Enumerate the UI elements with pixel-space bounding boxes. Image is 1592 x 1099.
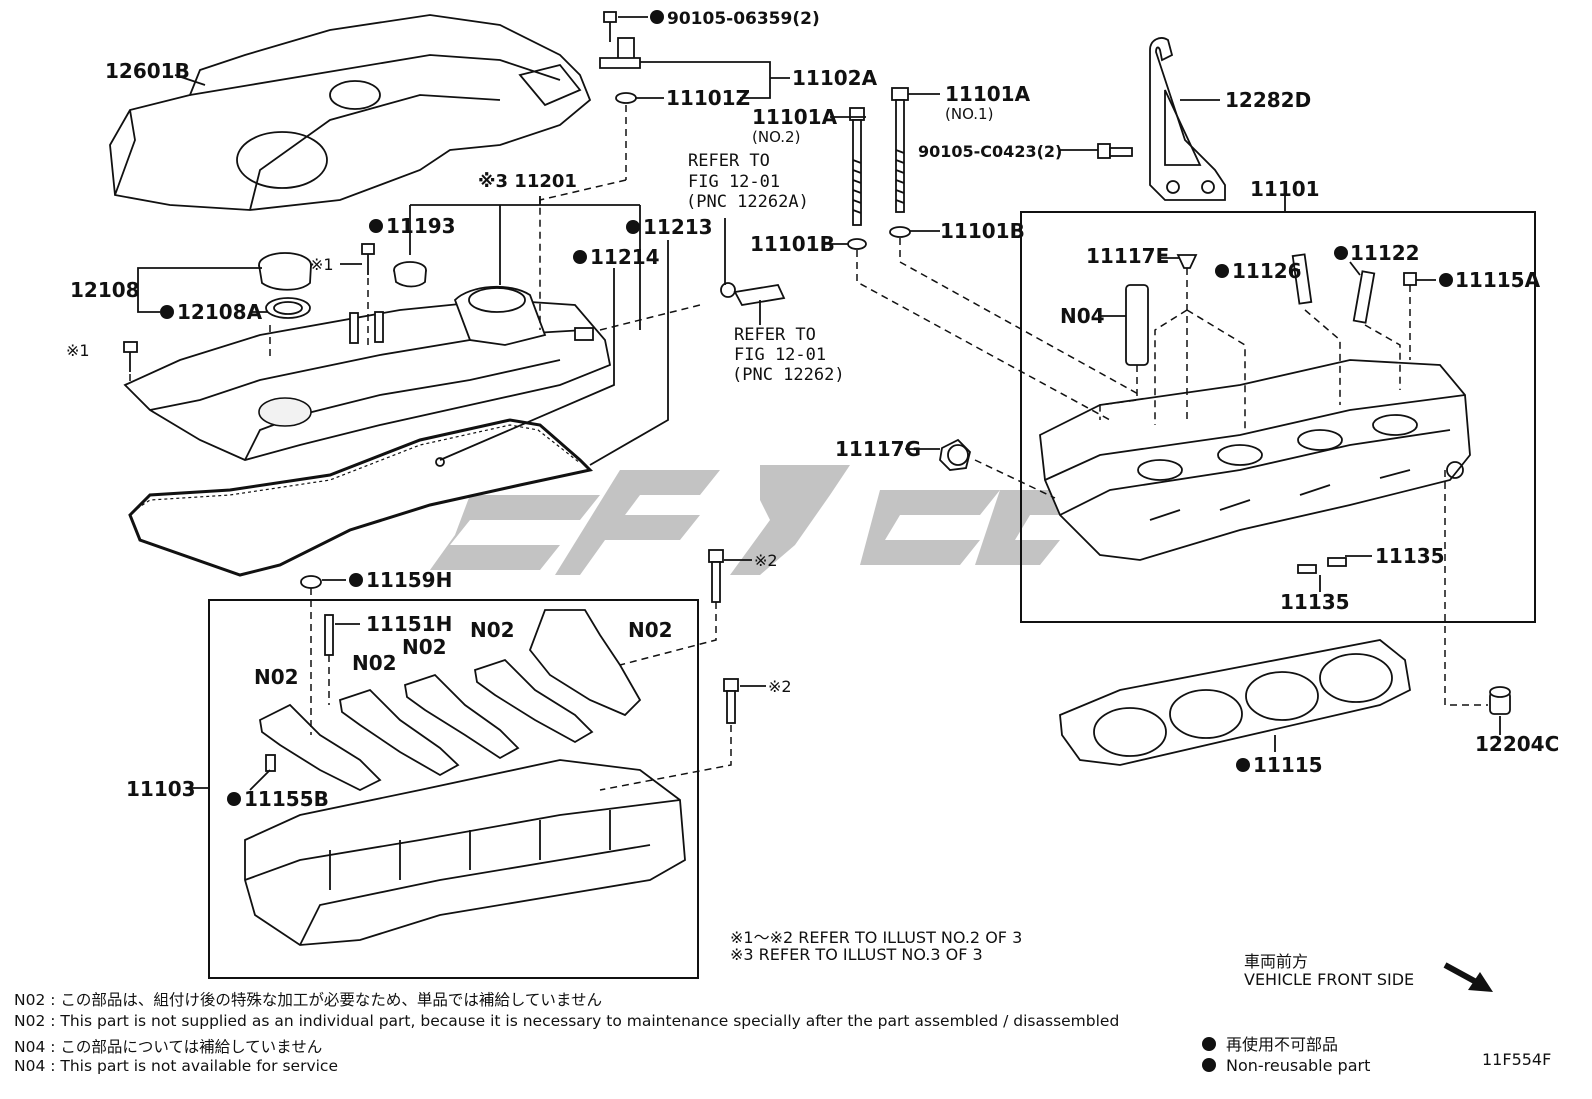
label-n02-5: N02	[254, 665, 299, 689]
bolt-x2-lower	[723, 678, 739, 724]
filled-dot-icon	[1202, 1058, 1216, 1072]
label-11101b-right: 11101B	[940, 219, 1025, 243]
label-n02-3: N02	[402, 635, 447, 659]
label-11117g: 11117G	[835, 437, 921, 461]
note-n04-jp: N04 : この部品については補給していません	[14, 1038, 323, 1056]
camshaft-housing-part	[244, 759, 686, 946]
label-11115a: 11115A	[1455, 268, 1541, 292]
legend-nonreusable-en: Non-reusable part	[1202, 1056, 1370, 1075]
legend-nonreusable-jp: 再使用不可部品	[1202, 1031, 1338, 1055]
figure-code: 11F554F	[1482, 1050, 1552, 1069]
label-11214: 11214	[590, 245, 660, 269]
label-11155b: 11155B	[244, 787, 329, 811]
bolt-x2-upper	[708, 549, 724, 603]
vehicle-front-arrow-icon	[1443, 962, 1493, 992]
footnote-illust-3: ※3 REFER TO ILLUST NO.3 OF 3	[730, 945, 983, 964]
head-gasket-part	[1059, 639, 1411, 766]
bolt-x1-upper	[361, 243, 375, 275]
label-12108: 12108	[70, 278, 140, 302]
refer-line: FIG 12-01	[734, 345, 826, 365]
label-11101a-no1: 11101A	[945, 82, 1031, 106]
label-11101a-no2-sub: (NO.2)	[752, 128, 800, 146]
ring-11159h-part	[300, 575, 322, 589]
label-n04: N04	[1060, 304, 1105, 328]
label-11102a: 11102A	[792, 66, 878, 90]
label-x1-left: ※1	[66, 341, 90, 360]
label-n02-4: N02	[352, 651, 397, 675]
label-11135-bottom: 11135	[1280, 590, 1350, 614]
refer-line: FIG 12-01	[688, 172, 780, 192]
camshaft-caps-part	[259, 609, 642, 792]
refer-line: REFER TO	[688, 151, 770, 171]
head-bolt-no1	[889, 87, 911, 238]
label-x2-upper: ※2	[754, 551, 778, 570]
label-11159h: 11159H	[366, 568, 452, 592]
filled-dot-icon	[1202, 1037, 1216, 1051]
refer-block-12262a: REFER TO FIG 12-01 (PNC 12262A)	[686, 151, 809, 212]
label-11213: 11213	[643, 215, 713, 239]
watermark-logo	[430, 465, 1090, 575]
label-90105-c0423: 90105-C0423(2)	[918, 142, 1062, 161]
plug-11193-part	[393, 261, 427, 288]
camshaft-housing-box	[208, 599, 699, 979]
refer-line: (PNC 12262)	[732, 365, 845, 385]
sensor-11102a-part	[599, 11, 641, 180]
label-11193: 11193	[386, 214, 456, 238]
plug-11117g-part	[939, 438, 971, 471]
refer-line: REFER TO	[734, 325, 816, 345]
cylinder-head-part	[1039, 359, 1471, 574]
label-11101a-no1-sub: (NO.1)	[945, 105, 993, 123]
cylinder-head-cover-part	[123, 285, 612, 461]
note-n02-en: N02 : This part is not supplied as an in…	[14, 1012, 1120, 1030]
label-n02-1: N02	[470, 618, 515, 642]
label-n02-2: N02	[628, 618, 673, 642]
label-11135-right: 11135	[1375, 544, 1445, 568]
label-12601b: 12601B	[105, 59, 190, 83]
pcv-hose-part	[720, 282, 786, 306]
label-12282d: 12282D	[1225, 88, 1311, 112]
label-11101z: 11101Z	[666, 86, 750, 110]
cover-gasket-part	[128, 418, 594, 577]
head-bolt-no2	[847, 107, 867, 250]
direction-jp: 車両前方	[1244, 952, 1309, 971]
legend-jp-text: 再使用不可部品	[1226, 1035, 1339, 1054]
non-reusable-markers	[160, 10, 1453, 806]
bolt-x1-left	[123, 341, 138, 372]
label-11101a-no2: 11101A	[752, 105, 838, 129]
footnote-illust-2: ※1～※2 REFER TO ILLUST NO.2 OF 3	[730, 928, 1023, 947]
label-11101b-left: 11101B	[750, 232, 835, 256]
label-11117e: 11117E	[1086, 244, 1169, 268]
cylinder-head-box	[1020, 211, 1536, 623]
note-n04-en: N04 : This part is not available for ser…	[14, 1057, 338, 1075]
direction-en: VEHICLE FRONT SIDE	[1244, 970, 1415, 989]
leader-lines	[129, 16, 1501, 791]
label-11103: 11103	[126, 777, 196, 801]
note-n02-jp: N02 : この部品は、組付け後の特殊な加工が必要なため、単品では補給していませ…	[14, 991, 602, 1009]
refer-block-12262: REFER TO FIG 12-01 (PNC 12262)	[732, 325, 845, 385]
label-11151h: 11151H	[366, 612, 452, 636]
label-11101: 11101	[1250, 177, 1320, 201]
plug-12204c-part	[1489, 686, 1511, 715]
label-11122: 11122	[1350, 241, 1420, 265]
engine-cover-part	[109, 14, 592, 211]
label-12108a: 12108A	[177, 300, 263, 324]
oil-filler-cap-part	[258, 252, 312, 319]
label-x2-lower: ※2	[768, 677, 792, 696]
label-90105-06359: 90105-06359(2)	[667, 9, 820, 29]
label-12204c: 12204C	[1475, 732, 1559, 756]
legend-en-text: Non-reusable part	[1226, 1056, 1371, 1075]
label-11201: ※3 11201	[478, 171, 577, 192]
cylinder-head-small-parts	[1125, 253, 1417, 366]
label-x1-upper: ※1	[310, 255, 334, 274]
label-11115: 11115	[1253, 753, 1323, 777]
label-11126: 11126	[1232, 259, 1302, 283]
refer-line: (PNC 12262A)	[686, 192, 809, 212]
engine-hanger-part	[1097, 37, 1226, 201]
